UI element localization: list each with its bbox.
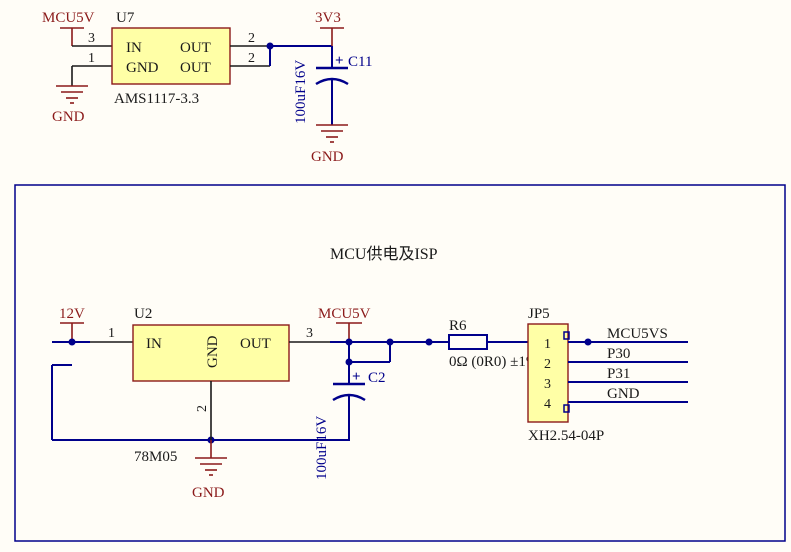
u7-pin3-number: 3 (88, 31, 95, 46)
jp5-pin3-number: 3 (544, 377, 551, 392)
gnd-label-c11: GND (311, 149, 344, 165)
u2-pin-gnd-label: GND (205, 335, 221, 368)
r6-value: 0Ω (0R0) ±1% (449, 354, 538, 370)
v3v3-power-port: 3V3 (315, 10, 344, 46)
u7-pin-in-label: IN (126, 40, 142, 56)
net-label-p30: P30 (607, 346, 630, 362)
section-border (14, 184, 786, 542)
u2-ref: U2 (134, 306, 152, 322)
u7-ref: U7 (116, 10, 135, 26)
c11-capacitor: + C11 100uF16V (293, 46, 372, 125)
jp5-pin4-number: 4 (544, 397, 551, 412)
gnd-symbol-u7: GND (52, 85, 88, 125)
u2-pin-in-label: IN (146, 336, 162, 352)
c2-ref: C2 (368, 370, 386, 386)
v12-power-port: 12V (59, 306, 85, 342)
gnd-label-u2: GND (192, 485, 225, 501)
u7-pin2b-number: 2 (248, 51, 255, 66)
c2-capacitor: + C2 100uF16V (314, 362, 386, 480)
u7-pin-out2-label: OUT (180, 60, 211, 76)
jp5-pin1-number: 1 (544, 337, 551, 352)
r6-ref: R6 (449, 318, 467, 334)
u2-pin3-number: 3 (306, 326, 313, 341)
u7-pin1-number: 1 (88, 51, 95, 66)
c2-value: 100uF16V (314, 416, 330, 480)
u7-pin-gnd-label: GND (126, 60, 159, 76)
mcu5v-power-port-top: MCU5V (42, 10, 95, 46)
u7-part-number: AMS1117-3.3 (114, 91, 199, 107)
u2-pin2-number: 2 (195, 405, 210, 412)
u7-regulator-body (111, 27, 231, 85)
mcu5v-label-bottom: MCU5V (318, 306, 371, 322)
c11-ref: C11 (348, 54, 372, 70)
u7-pin-out1-label: OUT (180, 40, 211, 56)
c11-plus: + (335, 53, 344, 69)
mcu5v-label-top: MCU5V (42, 10, 95, 26)
net-label-p31: P31 (607, 366, 630, 382)
net-label-gnd: GND (607, 386, 640, 402)
v12-label: 12V (59, 306, 85, 322)
u7-pin2a-number: 2 (248, 31, 255, 46)
net-label-mcu5vs: MCU5VS (607, 326, 668, 342)
jp5-ref: JP5 (528, 306, 550, 322)
v3v3-label: 3V3 (315, 10, 341, 26)
gnd-symbol-c11: GND (311, 124, 348, 165)
c11-value: 100uF16V (293, 60, 309, 124)
gnd-symbol-u2: GND (192, 457, 227, 501)
u2-regulator-body (132, 324, 290, 382)
u2-pin1-number: 1 (108, 326, 115, 341)
u2-part-number: 78M05 (134, 449, 177, 465)
gnd-label-u7: GND (52, 109, 85, 125)
jp5-part-number: XH2.54-04P (528, 428, 604, 444)
mcu5v-power-port-bottom: MCU5V (318, 306, 371, 342)
section-title: MCU供电及ISP (330, 245, 438, 263)
jp5-pin2-number: 2 (544, 357, 551, 372)
jp5-connector-body (527, 323, 569, 423)
r6-resistor: R6 0Ω (0R0) ±1% (448, 318, 538, 370)
c2-plus: + (352, 369, 361, 385)
u2-pin-out-label: OUT (240, 336, 271, 352)
